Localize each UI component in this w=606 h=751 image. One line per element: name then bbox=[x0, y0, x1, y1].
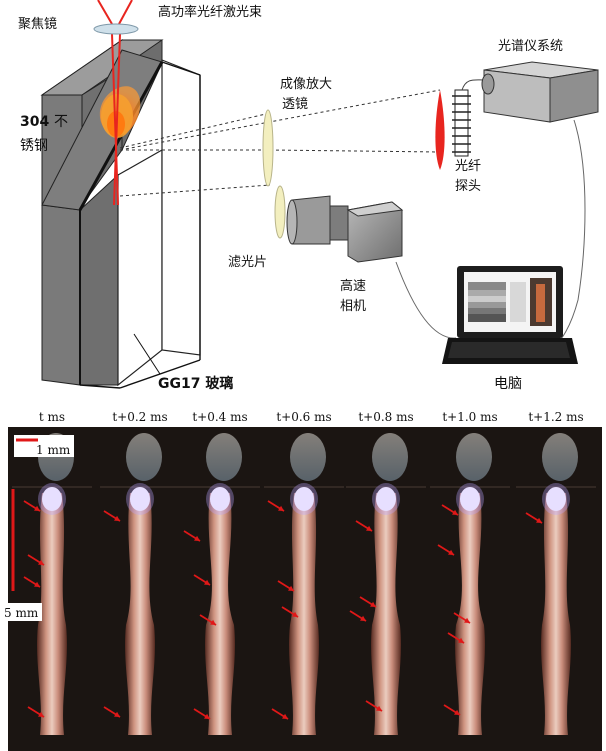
optical-path bbox=[119, 89, 441, 197]
red-arrow bbox=[103, 706, 121, 718]
keyhole-opening bbox=[210, 487, 230, 511]
frame bbox=[516, 433, 596, 735]
frame bbox=[180, 433, 260, 735]
scale-label-5mm: 5 mm bbox=[4, 606, 39, 620]
keyhole-opening bbox=[376, 487, 396, 511]
red-arrow bbox=[443, 704, 461, 716]
high-speed-image-sequence: t ms t+0.2 ms t+0.4 ms t+0.6 ms t+0.8 ms t+1.… bbox=[0, 395, 606, 751]
laser-beam bbox=[97, 0, 133, 206]
red-arrow bbox=[27, 706, 45, 718]
timeline-label: t+0.4 ms bbox=[192, 410, 247, 424]
timeline-label: t+1.0 ms bbox=[442, 410, 497, 424]
keyhole-glow bbox=[456, 483, 484, 515]
high-speed-camera bbox=[286, 195, 404, 263]
keyhole bbox=[289, 493, 319, 735]
red-arrow bbox=[281, 606, 299, 618]
timeline-label: t+0.8 ms bbox=[358, 410, 413, 424]
spectrometer bbox=[481, 61, 599, 123]
plume bbox=[206, 433, 242, 481]
glass-plate bbox=[41, 59, 201, 387]
keyhole-opening bbox=[130, 487, 150, 511]
red-arrow bbox=[365, 700, 383, 712]
red-arrow bbox=[183, 530, 201, 542]
label-spectrometer: 光谱仪系统 bbox=[498, 39, 563, 54]
red-arrow bbox=[199, 614, 217, 626]
frame bbox=[346, 433, 426, 735]
red-arrow bbox=[447, 632, 465, 644]
keyhole-glow bbox=[290, 483, 318, 515]
red-arrow bbox=[441, 504, 459, 516]
frame bbox=[12, 433, 92, 735]
scale-bar-5mm: 5 mm bbox=[2, 489, 42, 621]
keyhole-glow bbox=[372, 483, 400, 515]
red-arrow bbox=[355, 520, 373, 532]
imaging-lens bbox=[262, 109, 274, 187]
scale-label-1mm: 1 mm bbox=[36, 443, 71, 457]
frame bbox=[264, 433, 344, 735]
frame bbox=[430, 433, 510, 735]
keyhole-glow bbox=[206, 483, 234, 515]
label-imaging-lens-1: 成像放大 bbox=[280, 77, 332, 92]
scale-bar-1mm: 1 mm bbox=[14, 435, 74, 457]
keyhole bbox=[541, 493, 571, 735]
label-glass: GG17 玻璃 bbox=[158, 375, 233, 392]
red-arrow bbox=[193, 574, 211, 586]
label-fiber-probe-2: 探头 bbox=[455, 179, 481, 194]
keyhole bbox=[205, 493, 235, 735]
spectrometer-cable bbox=[559, 119, 586, 341]
red-arrow bbox=[27, 554, 45, 566]
keyhole bbox=[371, 493, 401, 735]
glass-leader-line bbox=[133, 333, 161, 375]
keyhole-glow bbox=[38, 483, 66, 515]
red-arrow bbox=[359, 596, 377, 608]
red-arrow bbox=[271, 708, 289, 720]
label-camera-2: 相机 bbox=[340, 299, 366, 314]
label-focusing-lens: 聚焦镜 bbox=[18, 17, 57, 32]
laptop bbox=[442, 266, 578, 364]
red-arrow bbox=[23, 576, 41, 588]
plume bbox=[372, 433, 408, 481]
keyhole-opening bbox=[546, 487, 566, 511]
timeline-label: t+0.2 ms bbox=[112, 410, 167, 424]
label-computer: 电脑 bbox=[494, 376, 522, 392]
label-camera-1: 高速 bbox=[340, 278, 366, 294]
camera-cable bbox=[395, 261, 457, 339]
plume bbox=[126, 433, 162, 481]
keyhole-opening bbox=[460, 487, 480, 511]
keyhole-opening bbox=[42, 487, 62, 511]
red-arrow bbox=[277, 580, 295, 592]
keyhole-glow bbox=[126, 483, 154, 515]
label-filter: 滤光片 bbox=[228, 255, 267, 270]
red-arrow bbox=[453, 612, 471, 624]
filter bbox=[274, 185, 286, 239]
frame bbox=[100, 433, 180, 735]
red-arrow bbox=[23, 500, 41, 512]
red-arrow bbox=[103, 510, 121, 522]
keyhole-glow bbox=[542, 483, 570, 515]
red-arrow bbox=[525, 512, 543, 524]
red-arrow bbox=[437, 544, 455, 556]
plume bbox=[290, 433, 326, 481]
plume bbox=[542, 433, 578, 481]
plume bbox=[456, 433, 492, 481]
keyhole-opening bbox=[294, 487, 314, 511]
timeline-label: t ms bbox=[39, 410, 65, 424]
timeline-label: t+1.2 ms bbox=[528, 410, 583, 424]
timeline-label: t+0.6 ms bbox=[276, 410, 331, 424]
label-imaging-lens-2: 透镜 bbox=[282, 97, 308, 112]
keyhole bbox=[37, 493, 67, 735]
experimental-setup-schematic: 聚焦镜 高功率光纤激光束 304 不 锈钢 成像放大 透镜 光谱仪系统 光纤 探… bbox=[18, 0, 599, 392]
label-laser-beam: 高功率光纤激光束 bbox=[158, 4, 262, 20]
fiber-probe bbox=[435, 79, 485, 170]
red-arrow bbox=[267, 500, 285, 512]
keyhole bbox=[455, 493, 485, 735]
focusing-lens bbox=[93, 23, 139, 35]
red-arrow bbox=[193, 708, 211, 720]
label-steel-num: 304 bbox=[20, 114, 49, 130]
red-arrow bbox=[349, 610, 367, 622]
label-steel-line2: 锈钢 bbox=[20, 138, 48, 154]
keyhole bbox=[125, 493, 155, 735]
label-steel-line1: 不 bbox=[54, 114, 68, 130]
label-fiber-probe-1: 光纤 bbox=[455, 159, 481, 174]
